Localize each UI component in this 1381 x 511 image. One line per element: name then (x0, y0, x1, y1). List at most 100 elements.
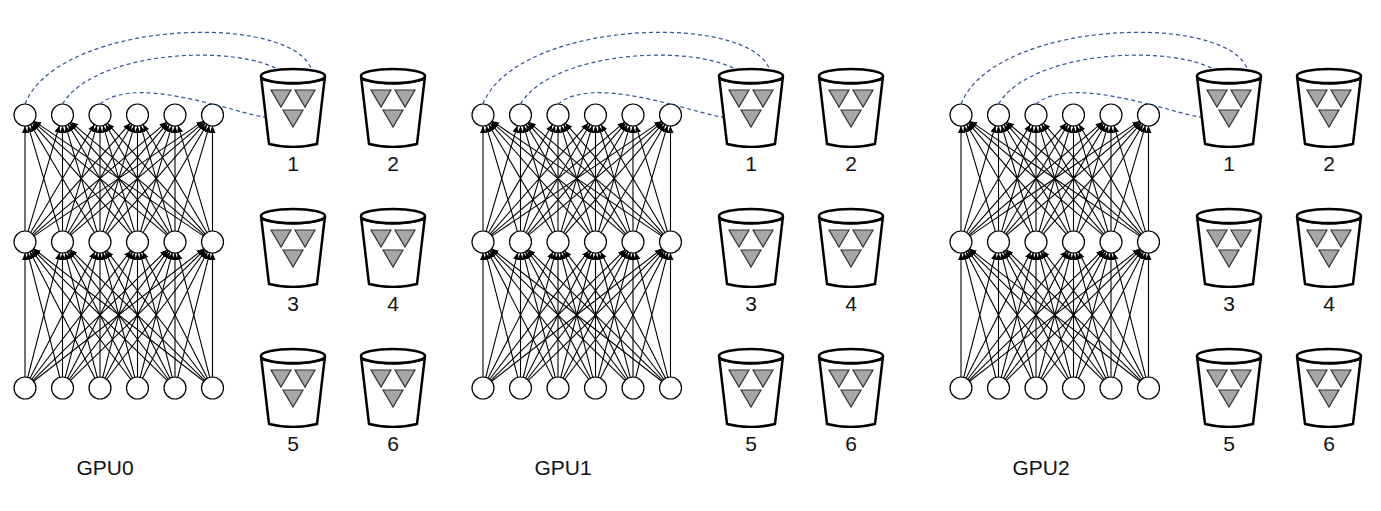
weight-line (636, 126, 667, 232)
hash-item (1331, 230, 1351, 247)
weight-line (71, 122, 204, 235)
bucket-number: 1 (713, 152, 789, 176)
hash-item (729, 90, 749, 107)
neuron (585, 377, 607, 399)
weight-line (1043, 123, 1141, 234)
weight-line (33, 250, 167, 381)
bucket-rim-inner (1299, 80, 1359, 84)
hash-item (283, 110, 303, 127)
weight-line (528, 250, 662, 381)
weight-line (969, 250, 1103, 381)
bucket-number: 3 (255, 292, 331, 316)
bucket-rim (1197, 349, 1261, 363)
weight-line (969, 122, 1102, 235)
hash-item (729, 370, 749, 387)
bucket-body (1297, 356, 1361, 427)
neuron (202, 377, 224, 399)
neuron (164, 231, 186, 253)
hash-item (753, 370, 773, 387)
bucket-body (361, 76, 425, 147)
neuron (472, 104, 494, 126)
bucket-rim-inner (363, 220, 423, 224)
bucket-rim-inner (1299, 220, 1359, 224)
bucket-rim (361, 209, 425, 223)
weight-line (24, 253, 25, 377)
neuron (89, 104, 111, 126)
hash-item (753, 230, 773, 247)
bucket-body (1197, 216, 1261, 287)
bucket-body (719, 216, 783, 287)
bucket-rim (819, 349, 883, 363)
weight-line (970, 249, 1140, 381)
bucket-shape (355, 206, 431, 288)
neuron (1025, 377, 1047, 399)
neuron (202, 231, 224, 253)
weight-line (1114, 126, 1145, 232)
weight-line (212, 253, 213, 377)
bucket-shape (713, 206, 789, 288)
weight-line (71, 122, 204, 235)
hash-item (271, 230, 291, 247)
weight-line (1006, 250, 1140, 381)
weight-line (960, 253, 961, 377)
bucket-shape (255, 206, 331, 288)
weight-line (636, 253, 668, 378)
neuron (622, 104, 644, 126)
hash-bucket: 5 (1191, 346, 1267, 456)
hash-item (371, 90, 391, 107)
bucket-shape (813, 66, 889, 148)
weight-line (491, 250, 625, 381)
hash-item (1207, 370, 1227, 387)
neuron (660, 231, 682, 253)
bucket-rim-inner (363, 80, 423, 84)
hash-bucket: 6 (355, 346, 431, 456)
hash-item (383, 390, 403, 407)
hash-item (295, 370, 315, 387)
neuron (950, 377, 972, 399)
hash-item (741, 110, 761, 127)
weight-line (33, 122, 166, 235)
bucket-number: 2 (1291, 152, 1367, 176)
bucket-body (719, 76, 783, 147)
bucket-rim-inner (1199, 360, 1259, 364)
weight-line (492, 121, 661, 236)
neuron (164, 377, 186, 399)
bucket-shape (713, 66, 789, 148)
hash-item (1307, 370, 1327, 387)
bucket-rim-inner (1299, 360, 1359, 364)
bucket-rim (719, 349, 783, 363)
weight-line (34, 249, 204, 381)
weight-line (670, 253, 671, 377)
weight-line (490, 123, 588, 234)
hash-item (853, 90, 873, 107)
neuron (52, 377, 74, 399)
hash-item (295, 90, 315, 107)
hash-item (271, 90, 291, 107)
bucket-shape (1291, 346, 1367, 428)
neuron (52, 231, 74, 253)
weight-line (1079, 252, 1144, 378)
weight-line (970, 121, 1139, 236)
neuron (1025, 231, 1047, 253)
neuron (1100, 377, 1122, 399)
weight-line (178, 253, 210, 378)
hash-link (1036, 93, 1211, 118)
weight-line (32, 123, 130, 234)
neuron (510, 231, 532, 253)
bucket-rim-inner (821, 80, 881, 84)
bucket-shape (1191, 206, 1267, 288)
weight-line (960, 126, 961, 231)
weight-line (178, 126, 209, 232)
weight-line (970, 121, 1139, 236)
hash-bucket: 4 (1291, 206, 1367, 316)
bucket-rim (719, 209, 783, 223)
bucket-number: 1 (255, 152, 331, 176)
hash-item (841, 390, 861, 407)
weight-line (28, 126, 59, 232)
weight-line (34, 121, 203, 236)
weight-line (490, 251, 589, 380)
neuron (950, 231, 972, 253)
weight-line (486, 126, 517, 232)
neuron (164, 104, 186, 126)
hash-link (558, 93, 733, 118)
